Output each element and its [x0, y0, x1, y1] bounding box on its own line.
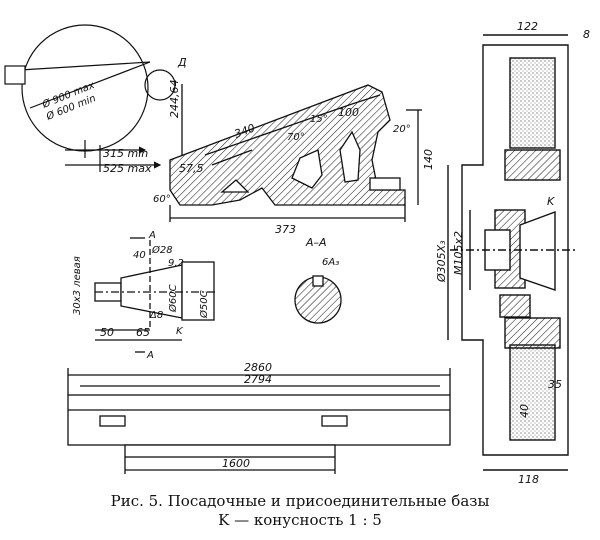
- angle-60: 60°: [153, 194, 171, 205]
- dim-40: 40: [133, 250, 146, 261]
- dim-40b: 40: [518, 404, 531, 418]
- dim-122: 122: [517, 20, 538, 33]
- dim-d305: Ø305X₃: [435, 240, 448, 283]
- dim-50: 50: [100, 326, 114, 339]
- dim-373: 373: [275, 223, 296, 236]
- k-label-left: K: [176, 326, 184, 337]
- dim-d60: Ø60C: [167, 284, 179, 313]
- dim-thread: 30x3 левая: [72, 256, 83, 315]
- dim-2794: 2794: [244, 373, 272, 386]
- dim-65: 65: [136, 326, 150, 339]
- figure-caption-line1: Рис. 5. Посадочные и присоединительные б…: [110, 492, 490, 510]
- dim-57: 57,5: [179, 162, 204, 175]
- dim-118: 118: [518, 473, 539, 486]
- spindle-end-view: [94, 237, 218, 353]
- dim-9-2: 9,2: [168, 258, 184, 269]
- dim-8: 8: [583, 28, 590, 41]
- section-aa-title: A–A: [305, 236, 327, 249]
- figure-caption-line2: K — конусность 1 : 5: [218, 511, 382, 529]
- angle-20: 20°: [393, 124, 411, 135]
- dim-m105: M105x2: [452, 231, 465, 275]
- wheel-circle-view: [4, 24, 176, 172]
- section-a-top: A: [148, 230, 156, 241]
- dim-525: 525 max: [103, 162, 152, 175]
- bracket-section: [169, 84, 422, 222]
- wheel-guard-section: [447, 34, 575, 471]
- dim-244: 244,64: [168, 80, 181, 119]
- d-label-top: Д: [177, 56, 187, 69]
- bed-view: [67, 368, 451, 474]
- dim-140: 140: [422, 149, 435, 170]
- section-a-bottom: A: [146, 350, 154, 361]
- angle-15: 15°: [310, 114, 328, 125]
- dim-1600: 1600: [222, 457, 250, 470]
- angle-70: 70°: [287, 132, 305, 143]
- dim-315: 315 min: [103, 147, 148, 160]
- key-6a: 6A₃: [322, 257, 339, 268]
- dim-d50: Ø50C: [198, 290, 210, 319]
- dim-2860: 2860: [244, 361, 272, 374]
- chamfer-label: Δ8: [149, 310, 163, 321]
- section-aa: [294, 275, 342, 324]
- dim-d28: Ø28: [151, 244, 173, 256]
- dim-100: 100: [338, 106, 359, 119]
- dim-35: 35: [548, 378, 562, 391]
- k-label-right: K: [547, 195, 555, 208]
